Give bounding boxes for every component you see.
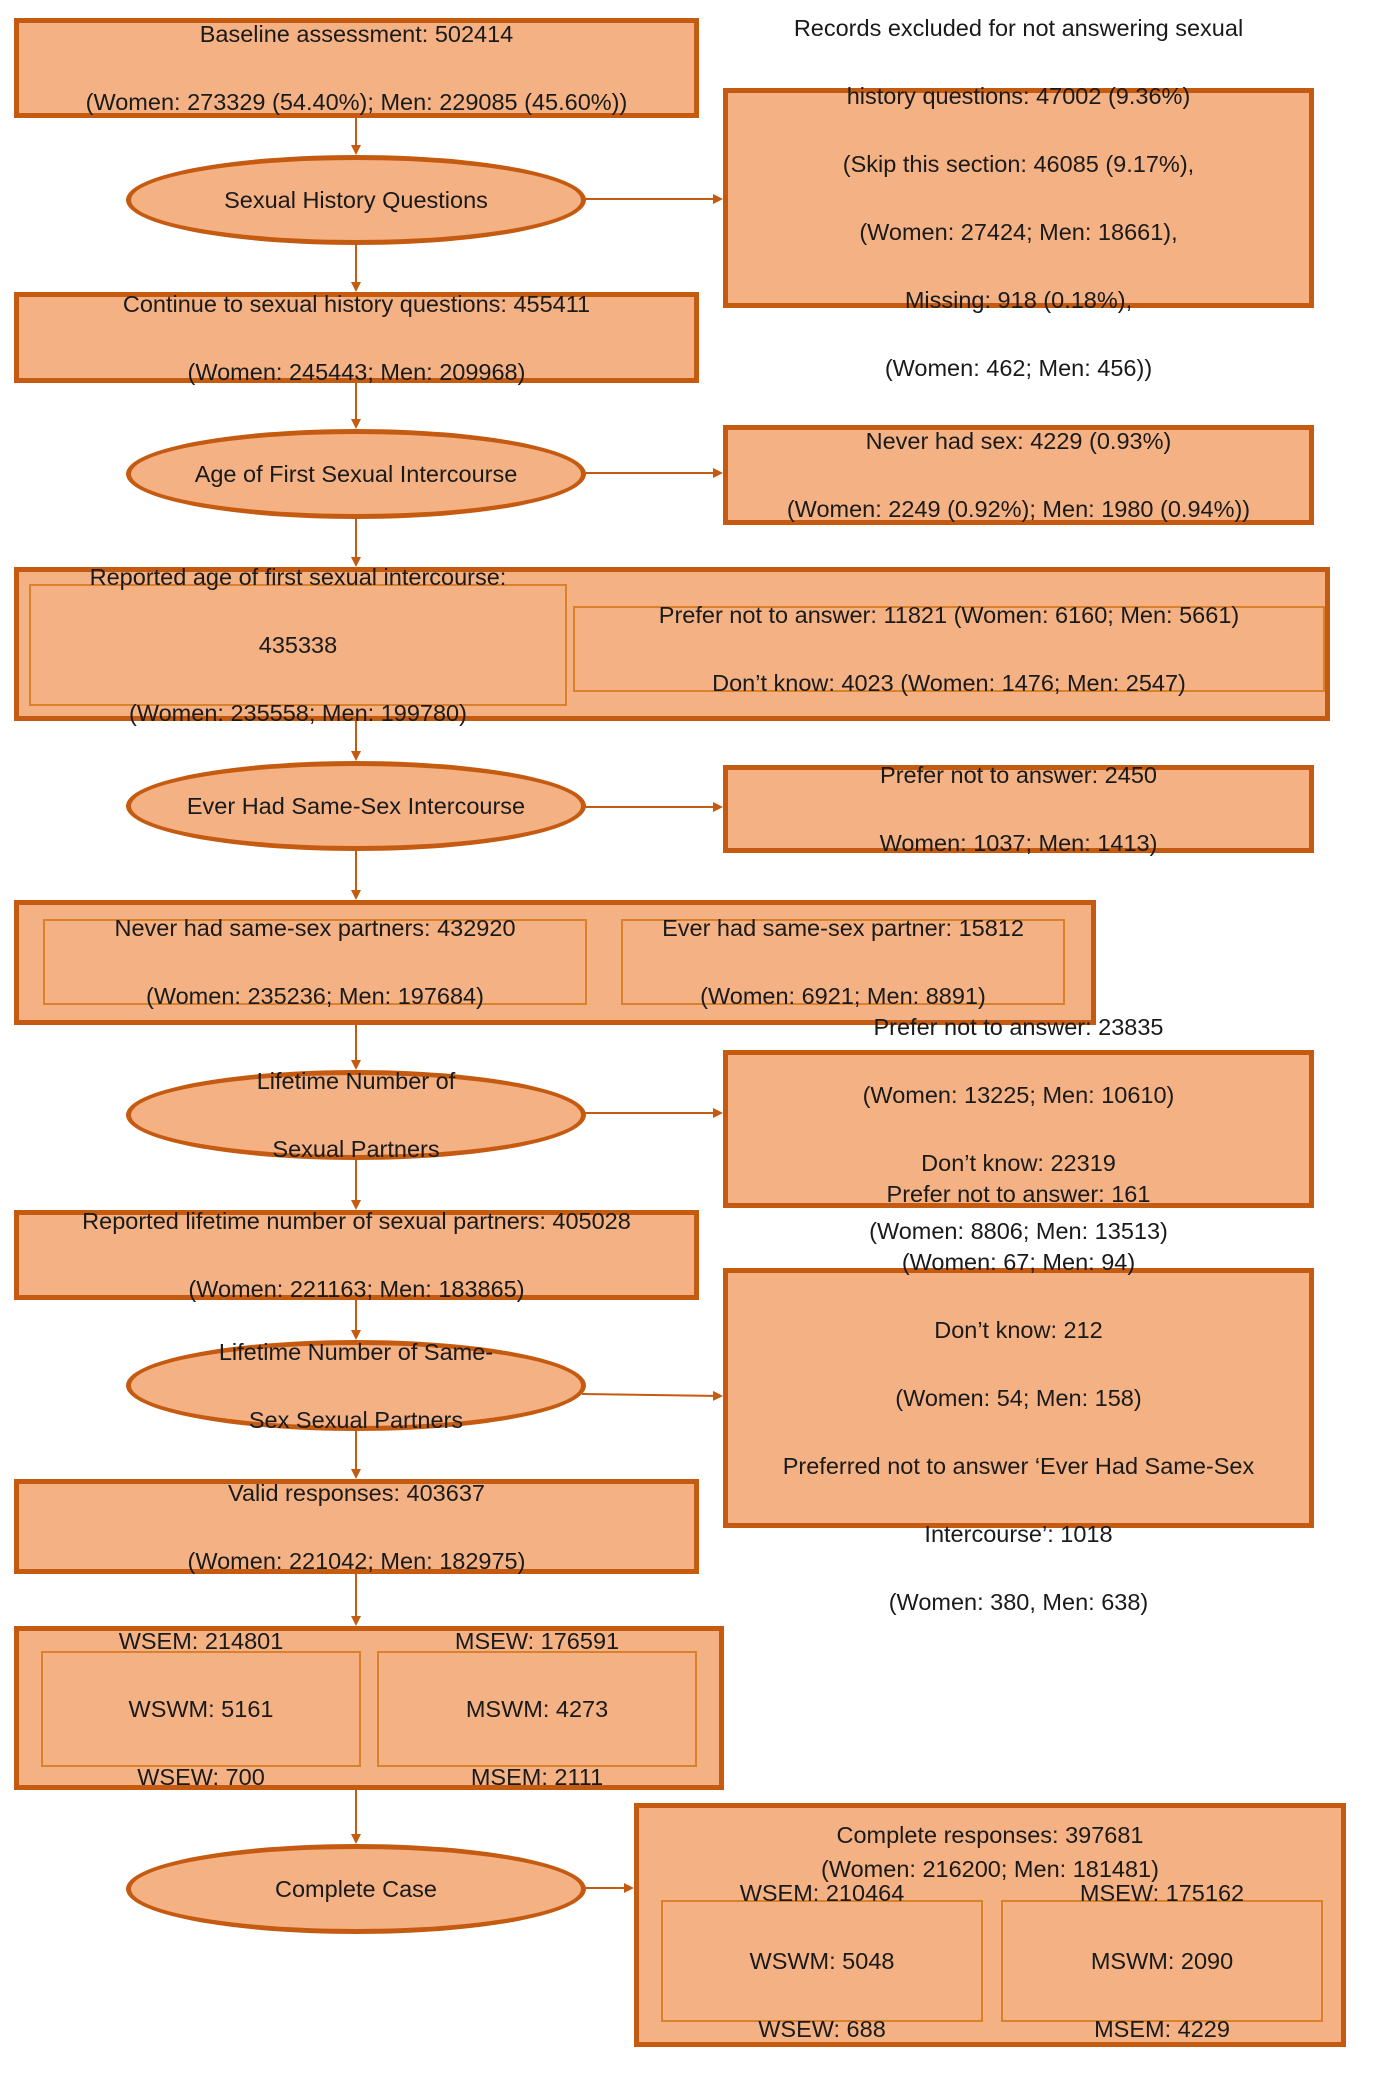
- reported-age-breakdown: (Women: 235558; Men: 199780): [129, 700, 467, 726]
- valid-men-group: MSEM: 2111: [470, 1764, 604, 1790]
- lifetime-same-sex-line: Preferred not to answer ‘Ever Had Same-S…: [782, 1453, 1255, 1479]
- valid-women-group: WSWM: 5161: [128, 1696, 274, 1722]
- reported-age-total: 435338: [258, 632, 338, 658]
- excluded-line: (Skip this section: 46085 (9.17%),: [842, 151, 1195, 177]
- lifetime-same-sex-line: (Women: 380, Men: 638): [888, 1589, 1149, 1615]
- same-sex-prefer-not-breakdown: Women: 1037; Men: 1413): [879, 830, 1158, 856]
- never-had-sex-breakdown: (Women: 2249 (0.92%); Men: 1980 (0.94%)): [786, 496, 1251, 522]
- never-had-sex-box: Never had sex: 4229 (0.93%) (Women: 2249…: [723, 425, 1314, 525]
- lifetime-same-sex-line: (Women: 54; Men: 158): [895, 1385, 1142, 1411]
- age-first-intercourse-label: Age of First Sexual Intercourse: [194, 461, 518, 487]
- valid-women-group: WSEW: 700: [137, 1764, 265, 1790]
- lifetime-same-sex-line: Prefer not to answer: 161: [886, 1181, 1151, 1207]
- lifetime-prefer-not-line: Don’t know: 22319: [921, 1150, 1116, 1176]
- complete-women-group: WSWM: 5048: [749, 1948, 895, 1974]
- lifetime-prefer-not-line: (Women: 13225; Men: 10610): [862, 1082, 1175, 1108]
- reported-lifetime-breakdown: (Women: 221163; Men: 183865): [188, 1276, 525, 1302]
- lifetime-same-sex-label-line1: Lifetime Number of Same-: [218, 1338, 494, 1365]
- complete-men-group: MSEM: 4229: [1094, 2016, 1230, 2042]
- lifetime-prefer-not-box: Prefer not to answer: 23835 (Women: 1322…: [723, 1014, 1314, 1244]
- complete-responses-box: Complete responses: 397681 (Women: 21620…: [634, 1803, 1346, 2047]
- ever-same-sex-breakdown: (Women: 6921; Men: 8891): [700, 983, 986, 1009]
- continue-breakdown: (Women: 245443; Men: 209968): [187, 358, 526, 385]
- lifetime-same-sex-line: (Women: 67; Men: 94): [901, 1249, 1136, 1275]
- baseline-breakdown: (Women: 273329 (54.40%); Men: 229085 (45…: [85, 89, 628, 115]
- sexual-history-questions-label: Sexual History Questions: [224, 187, 488, 213]
- valid-men-group: MSEW: 176591: [454, 1628, 620, 1654]
- never-same-sex-panel: Never had same-sex partners: 432920 (Wom…: [43, 915, 587, 1009]
- complete-responses-breakdown: (Women: 216200; Men: 181481): [821, 1856, 1159, 1882]
- lifetime-partners-label-line2: Sexual Partners: [272, 1136, 440, 1162]
- baseline-box: Baseline assessment: 502414 (Women: 2733…: [14, 18, 699, 118]
- lifetime-partners-node: Lifetime Number of Sexual Partners: [126, 1068, 586, 1162]
- complete-men-group: MSWM: 2090: [1090, 1948, 1234, 1974]
- same-sex-intercourse-node: Ever Had Same-Sex Intercourse: [126, 761, 586, 851]
- lifetime-same-sex-line: Intercourse’: 1018: [924, 1521, 1113, 1547]
- same-sex-prefer-not-box: Prefer not to answer: 2450 Women: 1037; …: [723, 762, 1314, 856]
- same-sex-split-box: Never had same-sex partners: 432920 (Wom…: [14, 900, 1096, 1025]
- complete-women-group: WSEM: 210464: [739, 1880, 905, 1906]
- excluded-box: Records excluded for not answering sexua…: [723, 15, 1314, 381]
- same-sex-prefer-not-total: Prefer not to answer: 2450: [880, 762, 1157, 788]
- reported-age-panel: Reported age of first sexual intercourse…: [29, 564, 567, 726]
- never-same-sex-breakdown: (Women: 235236; Men: 197684): [146, 983, 484, 1009]
- lifetime-same-sex-prefer-not-box: Prefer not to answer: 161 (Women: 67; Me…: [723, 1181, 1314, 1615]
- continue-box: Continue to sexual history questions: 45…: [14, 291, 699, 385]
- excluded-line: Records excluded for not answering sexua…: [793, 15, 1244, 41]
- connector-15: [581, 1390, 723, 1401]
- reported-lifetime-total: Reported lifetime number of sexual partn…: [82, 1208, 631, 1234]
- lifetime-same-sex-line: Don’t know: 212: [934, 1317, 1103, 1343]
- lifetime-prefer-not-line: Prefer not to answer: 23835: [873, 1014, 1164, 1040]
- complete-women-groups-panel: WSEM: 210464 WSWM: 5048 WSEW: 688: [661, 1880, 983, 2042]
- age-dont-know: Don’t know: 4023 (Women: 1476; Men: 2547…: [712, 670, 1186, 696]
- continue-total: Continue to sexual history questions: 45…: [122, 290, 591, 317]
- lifetime-prefer-not-line: (Women: 8806; Men: 13513): [869, 1218, 1168, 1244]
- excluded-line: history questions: 47002 (9.36%): [846, 83, 1191, 109]
- valid-groups-box: WSEM: 214801 WSWM: 5161 WSEW: 700 MSEW: …: [14, 1626, 724, 1790]
- lifetime-same-sex-label-line2: Sex Sexual Partners: [248, 1406, 464, 1433]
- complete-men-group: MSEW: 175162: [1079, 1880, 1245, 1906]
- age-prefer-not-answer: Prefer not to answer: 11821 (Women: 6160…: [658, 602, 1240, 628]
- reported-age-label: Reported age of first sexual intercourse…: [89, 564, 507, 590]
- excluded-line: Missing: 918 (0.18%),: [904, 287, 1133, 313]
- valid-responses-breakdown: (Women: 221042; Men: 182975): [187, 1547, 526, 1574]
- never-same-sex-total: Never had same-sex partners: 432920: [114, 915, 516, 941]
- complete-women-group: WSEW: 688: [758, 2016, 886, 2042]
- valid-men-group: MSWM: 4273: [465, 1696, 609, 1722]
- complete-case-node: Complete Case: [126, 1844, 586, 1934]
- age-nonresponse-panel: Prefer not to answer: 11821 (Women: 6160…: [573, 602, 1325, 696]
- lifetime-partners-label-line1: Lifetime Number of: [256, 1068, 456, 1094]
- valid-women-groups-panel: WSEM: 214801 WSWM: 5161 WSEW: 700: [41, 1628, 361, 1790]
- age-first-intercourse-node: Age of First Sexual Intercourse: [126, 429, 586, 519]
- valid-responses-box: Valid responses: 403637 (Women: 221042; …: [14, 1479, 699, 1574]
- baseline-total: Baseline assessment: 502414: [199, 21, 514, 47]
- same-sex-intercourse-label: Ever Had Same-Sex Intercourse: [186, 793, 526, 819]
- excluded-line: (Women: 462; Men: 456)): [884, 355, 1153, 381]
- complete-case-label: Complete Case: [275, 1876, 437, 1902]
- reported-age-box: Reported age of first sexual intercourse…: [14, 564, 1330, 726]
- ever-same-sex-panel: Ever had same-sex partner: 15812 (Women:…: [621, 915, 1065, 1009]
- valid-responses-total: Valid responses: 403637: [228, 1479, 485, 1506]
- complete-responses-total: Complete responses: 397681: [836, 1822, 1144, 1848]
- ever-same-sex-total: Ever had same-sex partner: 15812: [662, 915, 1024, 941]
- valid-men-groups-panel: MSEW: 176591 MSWM: 4273 MSEM: 2111: [377, 1628, 697, 1790]
- valid-women-group: WSEM: 214801: [118, 1628, 284, 1654]
- never-had-sex-total: Never had sex: 4229 (0.93%): [865, 428, 1172, 454]
- reported-lifetime-box: Reported lifetime number of sexual partn…: [14, 1208, 699, 1302]
- excluded-line: (Women: 27424; Men: 18661),: [859, 219, 1178, 245]
- lifetime-same-sex-node: Lifetime Number of Same- Sex Sexual Part…: [126, 1339, 586, 1433]
- sexual-history-questions-node: Sexual History Questions: [126, 155, 586, 245]
- complete-men-groups-panel: MSEW: 175162 MSWM: 2090 MSEM: 4229: [1001, 1880, 1323, 2042]
